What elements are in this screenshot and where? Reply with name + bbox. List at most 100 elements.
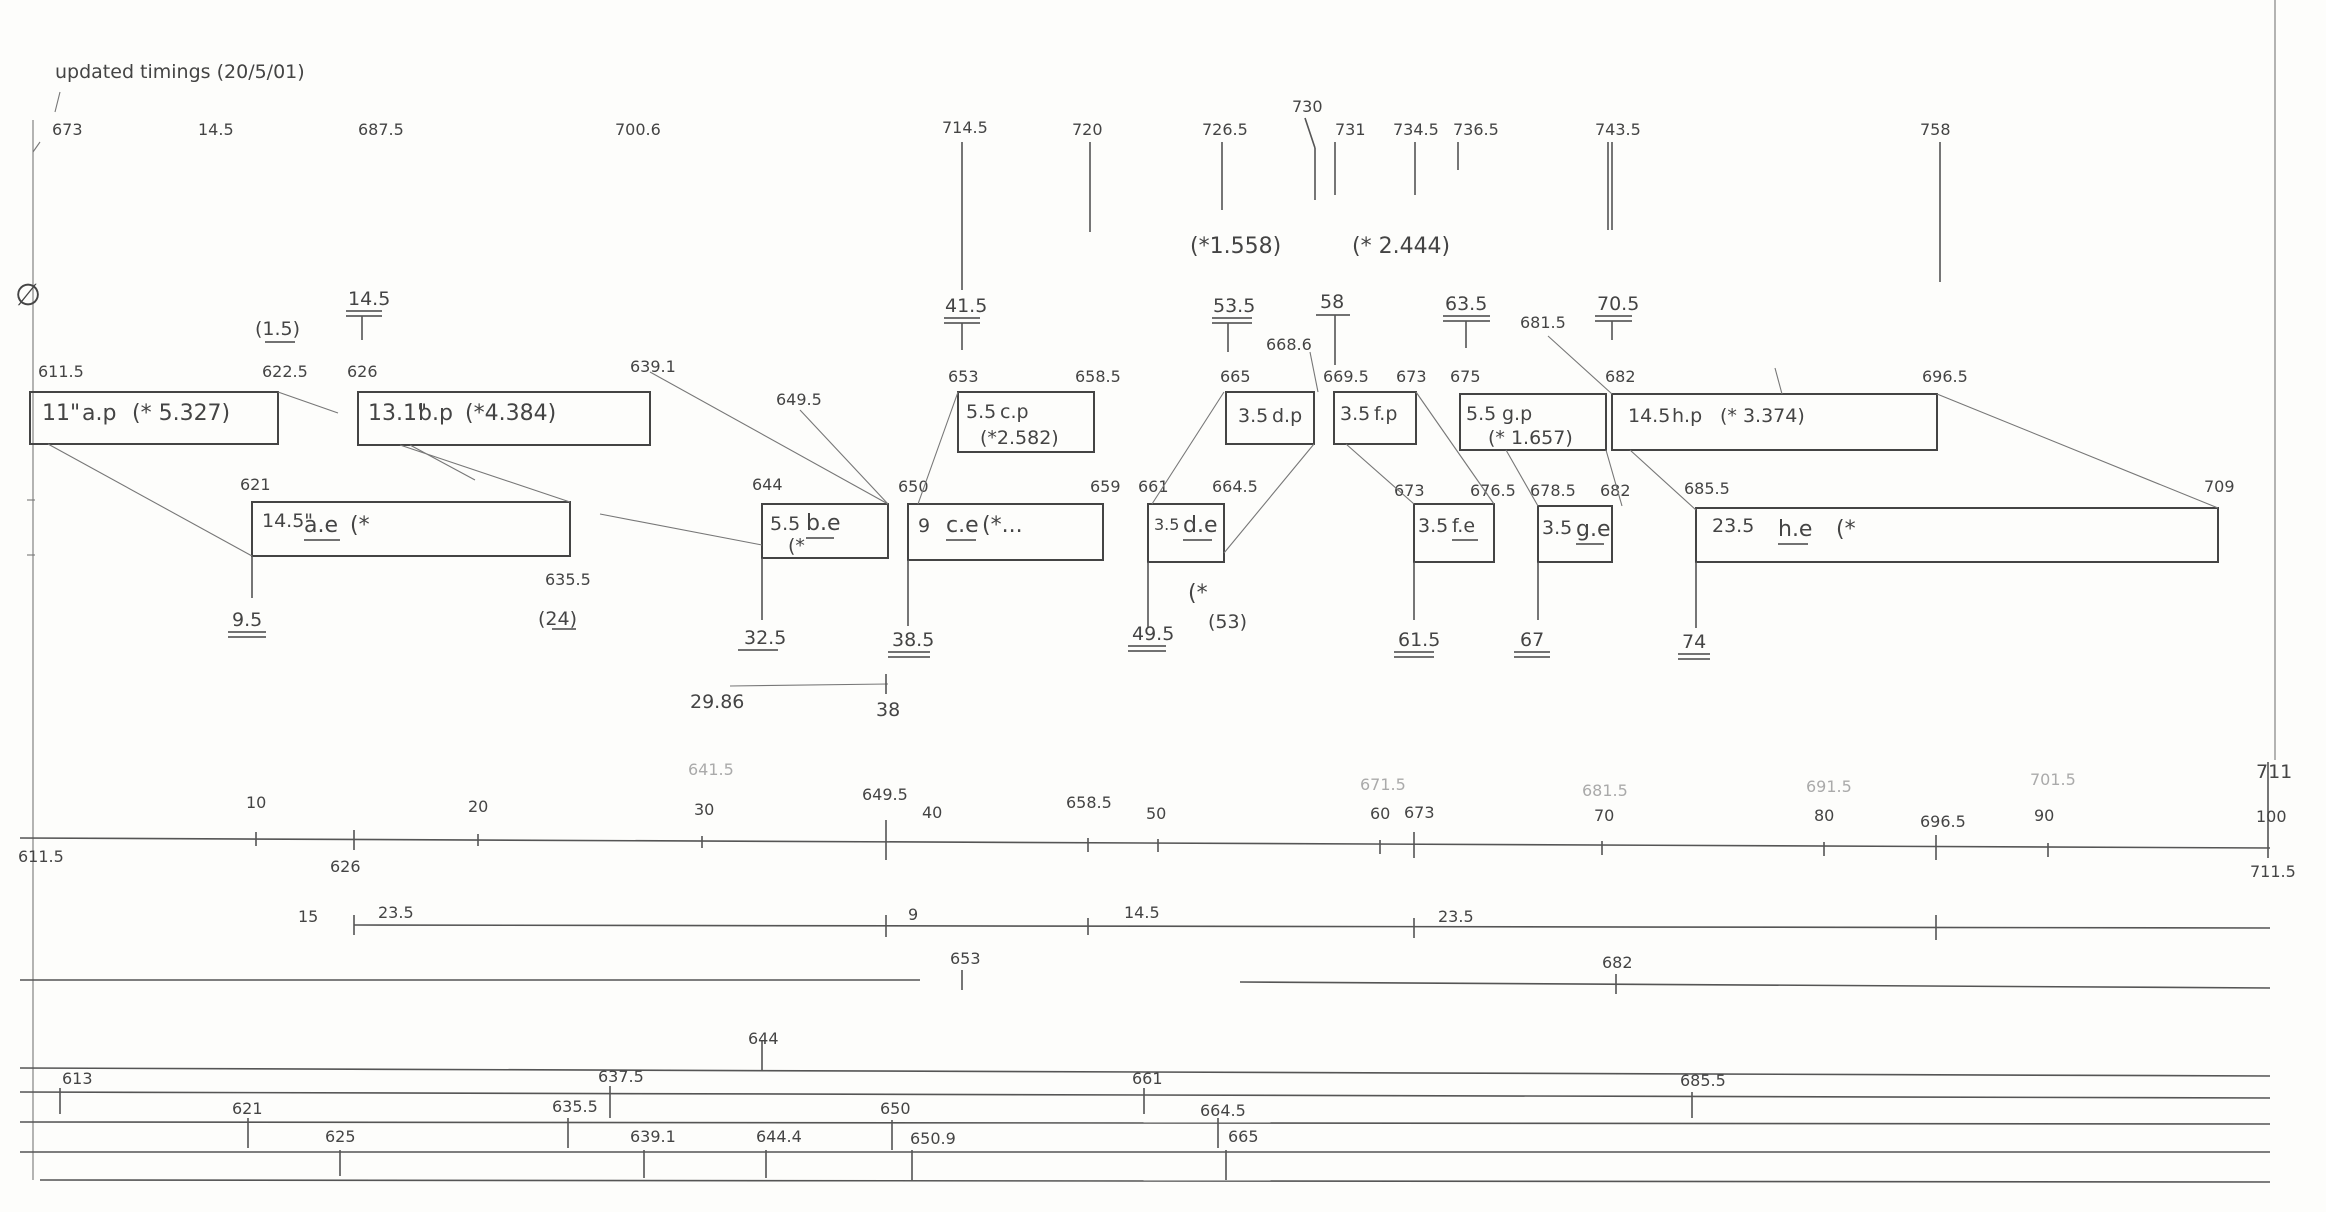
box-a-p: 611.5 622.5 11" a.p (* 5.327): [29, 362, 308, 445]
below-label-49-5: 49.5: [1132, 623, 1174, 645]
svg-text:637.5: 637.5: [598, 1067, 644, 1086]
svg-text:673: 673: [1404, 803, 1435, 822]
top-marker-730: 730: [1292, 97, 1323, 116]
svg-text:669.5: 669.5: [1323, 367, 1369, 386]
svg-text:3.5: 3.5: [1418, 515, 1448, 537]
below-label-38-5: 38.5: [892, 629, 934, 651]
top-marker-687-5: 687.5: [358, 120, 404, 139]
svg-text:3.5: 3.5: [1154, 515, 1179, 534]
svg-text:650: 650: [898, 477, 929, 496]
svg-text:(*: (*: [350, 513, 370, 538]
svg-text:40: 40: [922, 803, 942, 822]
svg-text:f.p: f.p: [1374, 403, 1397, 425]
scale-left-label: 611.5: [18, 847, 64, 866]
factor-1558: (*1.558): [1190, 234, 1281, 259]
box-h-e: 685.5 709 23.5 h.e (*: [1684, 477, 2235, 563]
svg-text:3.5: 3.5: [1542, 517, 1572, 539]
above-label-58: 58: [1320, 291, 1344, 313]
svg-text:709: 709: [2204, 477, 2235, 496]
svg-text:622.5: 622.5: [262, 362, 308, 381]
svg-text:100: 100: [2256, 807, 2287, 826]
svg-text:(*: (*: [788, 535, 805, 557]
svg-text:664.5: 664.5: [1212, 477, 1258, 496]
svg-text:658.5: 658.5: [1066, 793, 1112, 812]
svg-text:635.5: 635.5: [545, 570, 591, 589]
below-label-61-5: 61.5: [1398, 629, 1440, 651]
below-labels: 9.5 (24) 32.5 38.5 49.5 (* (53) 61.5 67 …: [228, 581, 1710, 660]
span-label-29-86: 29.86: [690, 691, 744, 713]
svg-text:h.p: h.p: [1672, 405, 1702, 427]
span-label-38: 38: [876, 699, 900, 721]
left-margin-ticks: [27, 499, 35, 556]
svg-text:673: 673: [1394, 481, 1425, 500]
svg-text:g.e: g.e: [1576, 517, 1611, 542]
svg-text:23.5: 23.5: [1712, 515, 1754, 537]
below-label-32-5: 32.5: [744, 627, 786, 649]
svg-text:661: 661: [1138, 477, 1169, 496]
svg-text:649.5: 649.5: [862, 785, 908, 804]
svg-text:h.e: h.e: [1778, 517, 1812, 542]
svg-text:d.e: d.e: [1183, 513, 1218, 538]
top-marker-673: 673: [52, 120, 83, 139]
box-d-p: 665 668.6 3.5 d.p: [1220, 335, 1315, 445]
svg-text:682: 682: [1600, 481, 1631, 500]
duration-23-5-a: 23.5: [378, 903, 414, 922]
duration-9: 9: [908, 905, 918, 924]
duration-14-5: 14.5: [1124, 903, 1160, 922]
svg-text:30: 30: [694, 800, 714, 819]
top-marker-731: 731: [1335, 120, 1366, 139]
above-label-681-5: 681.5: [1520, 313, 1566, 332]
svg-text:665: 665: [1220, 367, 1251, 386]
box-c-p: 653 658.5 5.5 c.p (*2.582): [948, 367, 1121, 453]
svg-text:(*: (*: [1836, 517, 1856, 542]
box-g-p: 675 5.5 g.p (* 1.657): [1450, 367, 1607, 451]
svg-text:658.5: 658.5: [1075, 367, 1121, 386]
svg-text:650.9: 650.9: [910, 1129, 956, 1148]
svg-text:14.5: 14.5: [1628, 405, 1670, 427]
svg-text:613: 613: [62, 1069, 93, 1088]
below-label-9-5: 9.5: [232, 609, 262, 631]
svg-text:60: 60: [1370, 804, 1390, 823]
top-marker-714-5: 714.5: [942, 118, 988, 137]
svg-text:676.5: 676.5: [1470, 481, 1516, 500]
scale-right-top-label: 711: [2256, 761, 2292, 783]
svg-text:b.e: b.e: [806, 511, 841, 536]
span-29-86-38: 29.86 38: [690, 674, 900, 721]
svg-text:625: 625: [325, 1127, 356, 1146]
factor-2444: (* 2.444): [1352, 234, 1450, 259]
svg-text:685.5: 685.5: [1680, 1071, 1726, 1090]
above-label-53-5: 53.5: [1213, 295, 1255, 317]
svg-text:611.5: 611.5: [38, 362, 84, 381]
svg-text:641.5: 641.5: [688, 760, 734, 779]
top-markers: 673 14.5 687.5 700.6 714.5 720 726.5 730…: [52, 97, 1951, 139]
svg-text:(*4.384): (*4.384): [465, 401, 556, 426]
svg-text:671.5: 671.5: [1360, 775, 1406, 794]
svg-text:675: 675: [1450, 367, 1481, 386]
box-b-e: 644 649.5 5.5 b.e (*: [752, 390, 889, 559]
svg-text:661: 661: [1132, 1069, 1163, 1088]
below-label-star: (*: [1188, 581, 1208, 606]
svg-text:639.1: 639.1: [630, 357, 676, 376]
below-label-74: 74: [1682, 631, 1706, 653]
svg-text:626: 626: [347, 362, 378, 381]
svg-text:13.1": 13.1": [368, 401, 427, 426]
svg-text:90: 90: [2034, 806, 2054, 825]
top-marker-14-5: 14.5: [198, 120, 234, 139]
note-text: updated timings (20/5/01): [55, 61, 305, 83]
svg-text:664.5: 664.5: [1200, 1101, 1246, 1120]
above-label-41-5: 41.5: [945, 295, 987, 317]
svg-text:9: 9: [918, 515, 930, 537]
svg-text:644: 644: [752, 475, 783, 494]
duration-15: 15: [298, 907, 318, 926]
svg-text:626: 626: [330, 857, 361, 876]
svg-text:11": 11": [42, 401, 80, 426]
duration-23-5-b: 23.5: [1438, 907, 1474, 926]
top-marker-736-5: 736.5: [1453, 120, 1499, 139]
above-label-1-5: (1.5): [255, 318, 300, 340]
svg-text:696.5: 696.5: [1922, 367, 1968, 386]
svg-text:3.5: 3.5: [1238, 405, 1268, 427]
line-653-682: 653 682: [20, 949, 2271, 994]
top-marker-700-6: 700.6: [615, 120, 661, 139]
top-marker-743-5: 743.5: [1595, 120, 1641, 139]
